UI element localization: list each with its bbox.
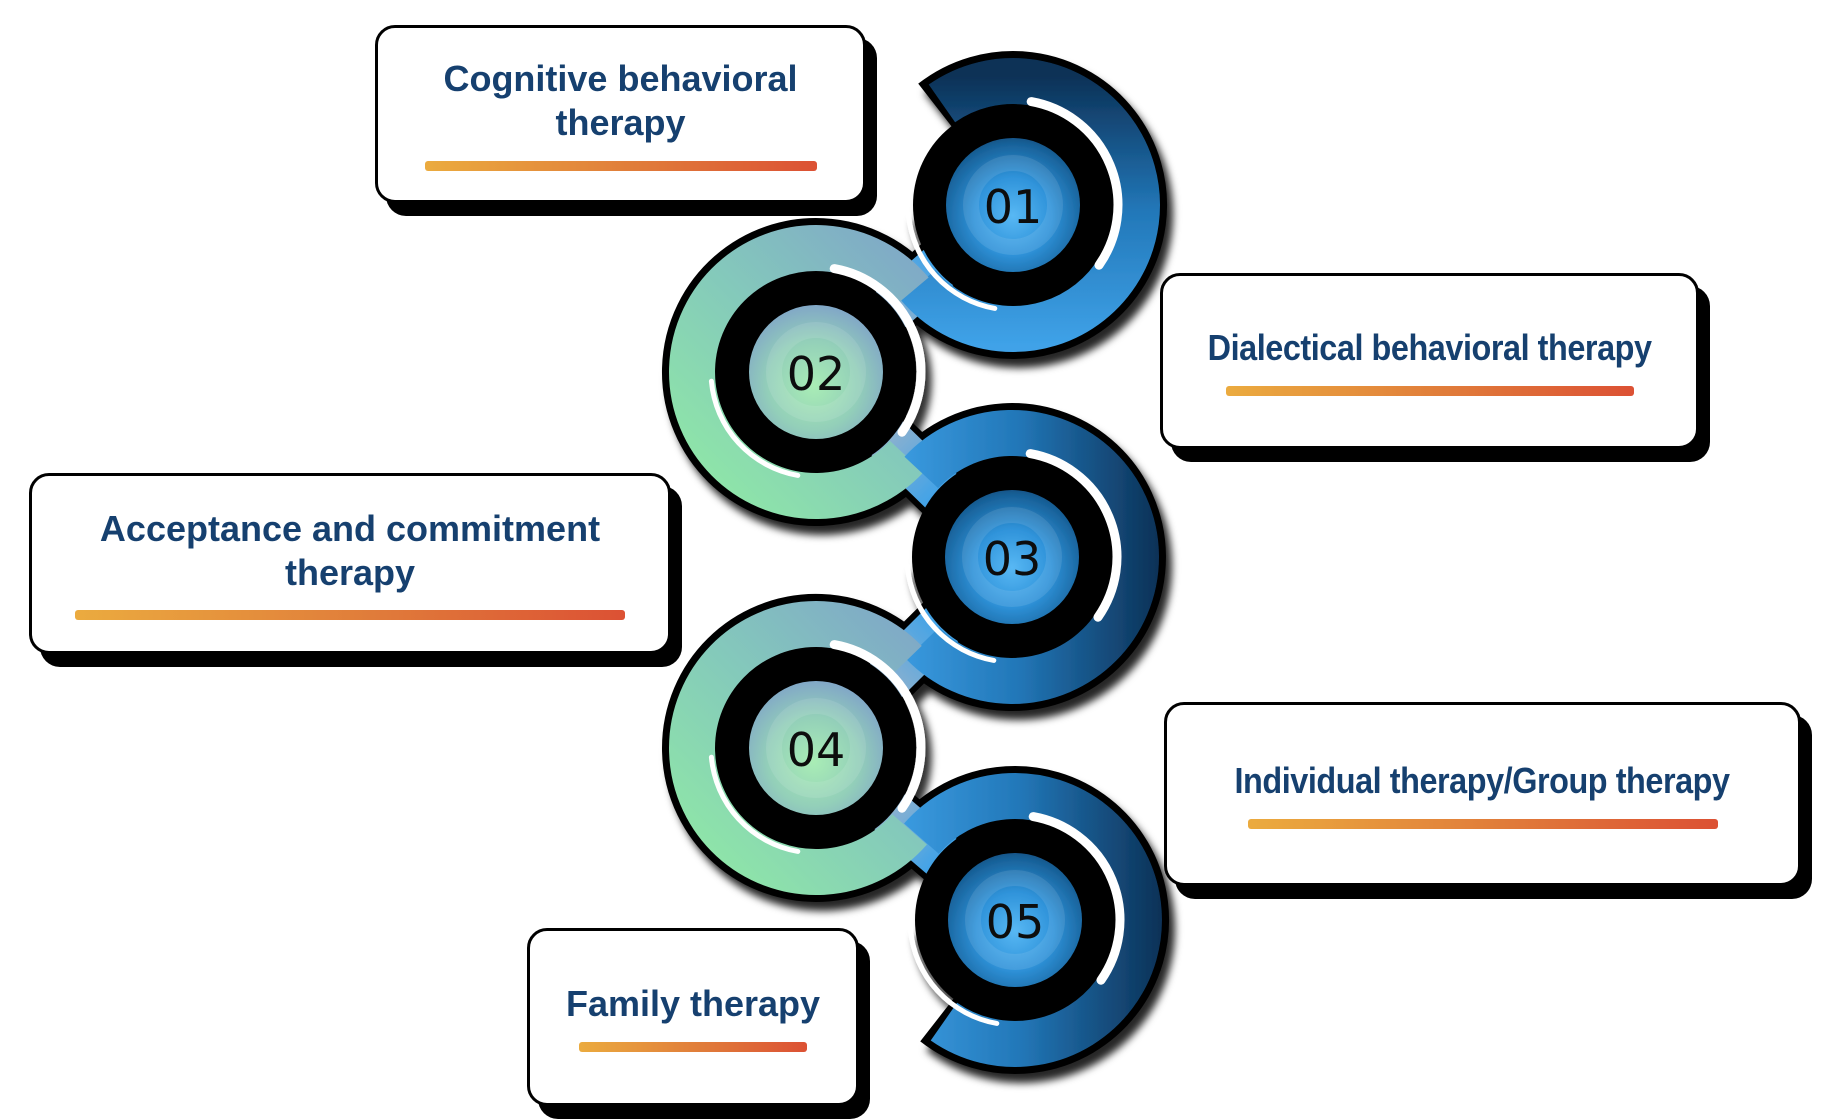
accent-underline	[579, 1041, 807, 1052]
highlight-arc	[904, 563, 997, 663]
highlight-arc	[907, 926, 1000, 1026]
step-1-number: 01	[984, 180, 1043, 234]
step-1-label: Cognitive behavioral therapy	[443, 58, 798, 143]
highlight-arc	[708, 378, 801, 478]
step-3-number: 03	[983, 532, 1042, 586]
highlight-arc	[905, 211, 998, 311]
step-2-label: Dialectical behavioral therapy	[1207, 327, 1652, 369]
highlight-arc	[708, 754, 801, 854]
step-4-ring	[669, 601, 927, 895]
step-1-hub: 01	[905, 97, 1123, 311]
step-2-label-card: Dialectical behavioral therapy	[1160, 273, 1699, 449]
step-2-ring	[669, 225, 929, 520]
highlight-arc	[829, 264, 926, 437]
step-4-label: Individual therapy/Group therapy	[1234, 760, 1731, 802]
step-3-ring	[904, 409, 1159, 704]
step-3-label-card: Acceptance and commitment therapy	[29, 473, 671, 654]
step-2-number: 02	[787, 347, 846, 401]
step-4-hub: 04	[708, 640, 926, 854]
accent-underline	[1225, 385, 1634, 396]
highlight-arc	[1025, 449, 1122, 622]
step-4-number: 04	[787, 723, 846, 777]
step-5-number: 05	[986, 895, 1045, 949]
highlight-arc	[829, 640, 926, 813]
step-5-ring	[904, 773, 1162, 1067]
disc-inner-ring	[962, 507, 1062, 607]
step-1-ring	[900, 58, 1160, 352]
ring-chain: 01 02 03	[661, 51, 1170, 1074]
step-2-hub: 02	[708, 264, 926, 478]
disc-inner-ring	[766, 322, 866, 422]
highlight-arc	[1026, 97, 1123, 270]
disc-inner-ring	[766, 698, 866, 798]
accent-underline	[1247, 818, 1718, 829]
step-5-hub: 05	[907, 812, 1125, 1026]
step-4-label-card: Individual therapy/Group therapy	[1164, 702, 1801, 886]
step-3-label: Acceptance and commitment therapy	[99, 507, 601, 593]
step-1-label-card: Cognitive behavioral therapy	[375, 25, 866, 203]
connector-4-5	[872, 792, 959, 876]
step-5-label: Family therapy	[565, 983, 821, 1025]
accent-underline	[424, 160, 817, 171]
highlight-arc	[1028, 812, 1125, 985]
step-5-label-card: Family therapy	[527, 928, 859, 1106]
step-3-hub: 03	[904, 449, 1122, 663]
disc-inner-ring	[963, 155, 1063, 255]
disc-inner-ring	[965, 870, 1065, 970]
accent-underline	[75, 610, 625, 621]
